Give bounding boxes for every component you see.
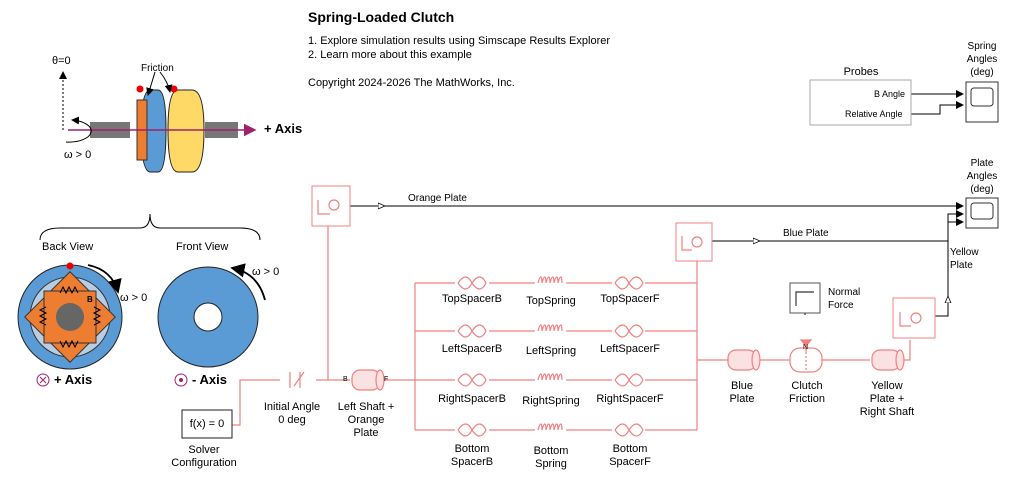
front-view-label: Front View — [176, 241, 229, 253]
yellow-plate-label: Yellow Plate + Right Shaft — [859, 380, 915, 418]
top-spacer-b-label: TopSpacerB — [442, 293, 502, 305]
omega-arrow — [65, 116, 92, 143]
front-omega-label: ω > 0 — [252, 266, 280, 278]
right-spacer-b-label: RightSpacerB — [438, 393, 506, 405]
spring-bottom — [59, 339, 79, 349]
left-shaft-label: Left Shaft + Orange Plate — [337, 401, 395, 439]
plate-scope-label: Plate Angles (deg) — [966, 158, 998, 195]
blue-plate-marker — [136, 85, 144, 93]
left-spacer-f-label: LeftSpacerF — [600, 343, 660, 355]
spring-network[interactable] — [457, 276, 644, 437]
orange-plate-signal: Orange Plate — [408, 193, 467, 204]
top-spacer-f-label: TopSpacerF — [600, 293, 660, 305]
copyright: Copyright 2024-2026 The MathWorks, Inc. — [308, 77, 515, 89]
bottom-spacer-b-label: Bottom SpacerB — [450, 443, 494, 468]
physical-lines — [232, 225, 911, 431]
left-spring-label: LeftSpring — [525, 345, 577, 357]
clutch-friction-block[interactable] — [789, 339, 823, 373]
bottom-spring-label: Bottom Spring — [533, 445, 569, 470]
brace — [39, 213, 261, 241]
results-explorer-link[interactable]: 1. Explore simulation results using Sims… — [308, 35, 611, 47]
back-axis-label: + Axis — [54, 372, 93, 387]
probe-b-angle: B Angle — [874, 89, 906, 99]
page-title: Spring-Loaded Clutch — [308, 9, 455, 25]
spring-right — [92, 306, 102, 326]
solver-block[interactable] — [181, 409, 233, 439]
initial-angle-label: Initial Angle 0 deg — [263, 401, 321, 426]
bottom-spacer-f-label: Bottom SpacerF — [609, 443, 651, 468]
probes-block[interactable] — [809, 79, 912, 126]
solver-label: Solver Configuration — [171, 444, 237, 469]
probes-title: Probes — [843, 66, 879, 78]
right-spring-label: RightSpring — [522, 395, 580, 407]
spring-scope-label: Spring Angles (deg) — [966, 41, 998, 78]
spring-left — [38, 306, 48, 326]
port-f: F — [384, 376, 389, 383]
spring-scope-block[interactable] — [965, 81, 999, 123]
blue-plate-signal: Blue Plate — [783, 228, 829, 239]
motion-sensors[interactable] — [311, 185, 936, 339]
clutch-illustration — [17, 71, 266, 387]
solver-equation: f(x) = 0 — [189, 418, 225, 430]
port-b: B — [343, 376, 348, 383]
signal-lines — [324, 90, 964, 317]
yellow-plate-side — [167, 89, 205, 173]
learn-more-link[interactable]: 2. Learn more about this example — [308, 49, 472, 61]
normal-force-label: Normal Force — [828, 287, 861, 311]
friction-label: Friction — [141, 63, 174, 74]
clutch-friction-label: Clutch Friction — [788, 380, 826, 405]
spring-top — [59, 285, 79, 295]
plate-scope-block[interactable] — [965, 197, 999, 229]
right-spacer-f-label: RightSpacerF — [596, 393, 664, 405]
inertias[interactable] — [351, 349, 905, 391]
top-spring-label: TopSpring — [526, 295, 576, 307]
initial-angle-block[interactable] — [289, 371, 305, 388]
yellow-plate-sensor — [892, 297, 936, 339]
front-view-hole — [193, 302, 223, 332]
probe-relative-angle: Relative Angle — [845, 109, 903, 119]
back-view-label: Back View — [42, 241, 94, 253]
back-view-hub — [56, 303, 84, 331]
yellow-plate-marker — [170, 85, 178, 93]
omega-label: ω > 0 — [64, 149, 92, 161]
spring-letter: B — [87, 295, 93, 304]
front-omega-arrow — [230, 263, 266, 301]
blue-plate-label: Blue Plate — [729, 380, 755, 405]
yellow-plate-signal: Yellow Plate — [950, 247, 979, 271]
back-omega-arrow — [87, 264, 122, 294]
theta-label: θ=0 — [52, 55, 71, 67]
back-omega-label: ω > 0 — [120, 292, 148, 304]
axis-label: + Axis — [264, 121, 303, 136]
port-n: N — [803, 344, 809, 351]
front-axis-label: - Axis — [192, 372, 227, 387]
normal-force-block[interactable] — [789, 282, 821, 314]
left-spacer-b-label: LeftSpacerB — [441, 343, 503, 355]
